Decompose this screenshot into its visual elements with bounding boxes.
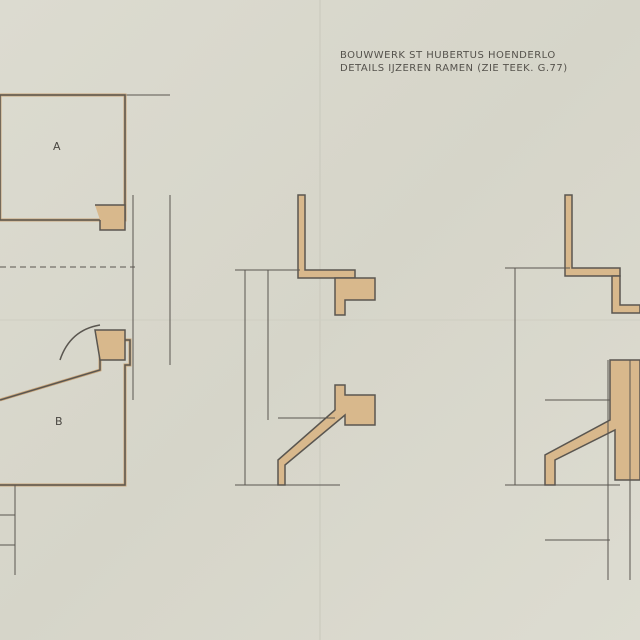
section-a [0,93,170,231]
label-b: B [55,415,63,428]
middle-detail [235,194,376,486]
right-detail [505,194,640,580]
label-a: A [53,140,61,153]
section-b [0,324,132,575]
drawing-subtitle: DETAILS IJZEREN RAMEN (ZIE TEEK. G.77) [340,63,568,74]
drawing-title: BOUWWERK ST HUBERTUS HOENDERLO [340,50,556,61]
